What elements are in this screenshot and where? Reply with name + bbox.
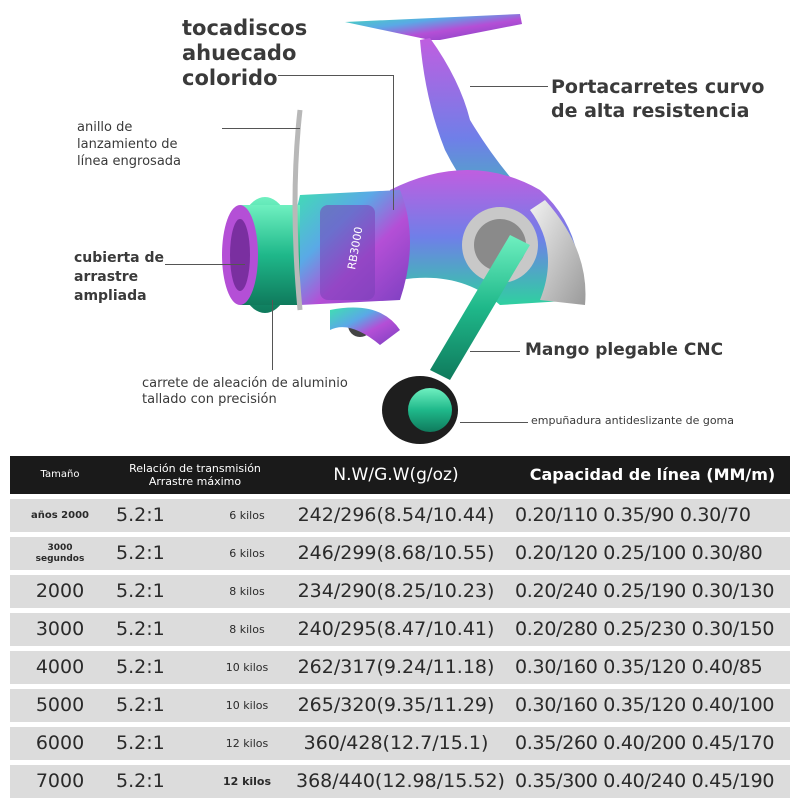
reel-foot <box>345 14 522 40</box>
table-row: 5000 5.2:1 10 kilos 265/320(9.35/11.29) 0.30… <box>10 689 790 722</box>
weight-cell: 234/290(8.25/10.23) <box>297 580 495 602</box>
weight-cell: 240/295(8.47/10.41) <box>297 618 495 640</box>
capacity-cell: 0.20/280 0.25/230 0.30/150 <box>515 618 775 640</box>
leader-cup-v <box>393 75 394 210</box>
callout-drag-cover: cubierta de arrastre ampliada <box>74 250 165 304</box>
ratio-cell: 5.2:1 <box>116 770 165 792</box>
callout-grip: empuñadura antideslizante de goma <box>531 414 735 427</box>
reel-guard <box>530 200 586 305</box>
capacity-cell: 0.20/110 0.35/90 0.30/70 <box>515 504 751 526</box>
leader-grip <box>460 422 528 423</box>
drag-cell: 8 kilos <box>229 585 265 598</box>
drag-cell: 10 kilos <box>225 661 269 674</box>
capacity-cell: 0.20/240 0.25/190 0.30/130 <box>515 580 775 602</box>
weight-cell: 246/299(8.68/10.55) <box>297 542 495 564</box>
drag-cell: 12 kilos <box>225 737 269 750</box>
callout-colorful-cup: tocadiscos ahuecado colorido <box>182 16 308 90</box>
capacity-cell: 0.35/260 0.40/200 0.45/170 <box>515 732 775 754</box>
size-cell: años 2000 <box>30 510 89 521</box>
ratio-cell: 5.2:1 <box>116 618 165 640</box>
table-header: Tamaño Relación de transmisión Arrastre … <box>10 456 790 494</box>
fishing-reel-image: RB3000 <box>222 14 586 444</box>
ratio-cell: 5.2:1 <box>116 542 165 564</box>
weight-cell: 265/320(9.35/11.29) <box>297 694 495 716</box>
weight-cell: 360/428(12.7/15.1) <box>303 732 489 754</box>
ratio-cell: 5.2:1 <box>116 504 165 526</box>
callout-handle: Mango plegable CNC <box>525 340 724 360</box>
size-cell: 4000 <box>35 656 85 678</box>
size-cell: 7000 <box>35 770 85 792</box>
table-row: 6000 5.2:1 12 kilos 360/428(12.7/15.1) 0.35/… <box>10 727 790 760</box>
table-row: 4000 5.2:1 10 kilos 262/317(9.24/11.18) 0.30… <box>10 651 790 684</box>
header-weight: N.W/G.W(g/oz) <box>333 465 459 485</box>
callout-spool: carrete de aleación de aluminio tallado … <box>142 376 348 407</box>
size-cell: 5000 <box>35 694 85 716</box>
bail-arm <box>292 109 303 311</box>
leader-cup <box>278 75 393 76</box>
drag-cell: 12 kilos <box>222 775 272 788</box>
header-ratio-drag: Relación de transmisión Arrastre máximo <box>129 462 261 488</box>
drag-cell: 6 kilos <box>229 547 265 560</box>
leader-bail <box>222 128 300 129</box>
drag-cell: 10 kilos <box>225 699 269 712</box>
leader-spool <box>272 300 273 370</box>
capacity-cell: 0.30/160 0.35/120 0.40/100 <box>515 694 775 716</box>
capacity-cell: 0.30/160 0.35/120 0.40/85 <box>515 656 763 678</box>
header-size: Tamaño <box>40 469 80 480</box>
weight-cell: 262/317(9.24/11.18) <box>297 656 495 678</box>
handle-arm <box>430 235 530 380</box>
table-row: 3000 5.2:1 8 kilos 240/295(8.47/10.41) 0.20/… <box>10 613 790 646</box>
size-cell: 3000 segundos <box>35 543 85 564</box>
capacity-cell: 0.20/120 0.25/100 0.30/80 <box>515 542 763 564</box>
ratio-cell: 5.2:1 <box>116 656 165 678</box>
ratio-cell: 5.2:1 <box>116 732 165 754</box>
table-row: años 2000 5.2:1 6 kilos 242/296(8.54/10.44)… <box>10 499 790 532</box>
ratio-cell: 5.2:1 <box>116 694 165 716</box>
header-capacity: Capacidad de línea (MM/m) <box>529 465 776 484</box>
spec-table: Tamaño Relación de transmisión Arrastre … <box>10 456 790 798</box>
drag-cell: 8 kilos <box>229 623 265 636</box>
callout-bail: anillo de lanzamiento de línea engrosada <box>77 120 182 169</box>
ratio-cell: 5.2:1 <box>116 580 165 602</box>
size-cell: 3000 <box>35 618 85 640</box>
capacity-cell: 0.35/300 0.40/240 0.45/190 <box>515 770 775 792</box>
callout-rotor: Portacarretes curvo de alta resistencia <box>551 76 765 122</box>
drag-cell: 6 kilos <box>229 509 265 522</box>
weight-cell: 368/440(12.98/15.52) <box>296 770 505 792</box>
table-row: 2000 5.2:1 8 kilos 234/290(8.25/10.23) 0.20/… <box>10 575 790 608</box>
size-cell: 6000 <box>35 732 85 754</box>
weight-cell: 242/296(8.54/10.44) <box>297 504 495 526</box>
size-cell: 2000 <box>35 580 85 602</box>
table-row: 7000 5.2:1 12 kilos 368/440(12.98/15.52) 0.3… <box>10 765 790 798</box>
leader-drag <box>165 264 245 265</box>
table-row: 3000 segundos 5.2:1 6 kilos 246/299(8.68/10… <box>10 537 790 570</box>
leader-handle <box>470 351 520 352</box>
leader-rotor <box>470 86 548 87</box>
